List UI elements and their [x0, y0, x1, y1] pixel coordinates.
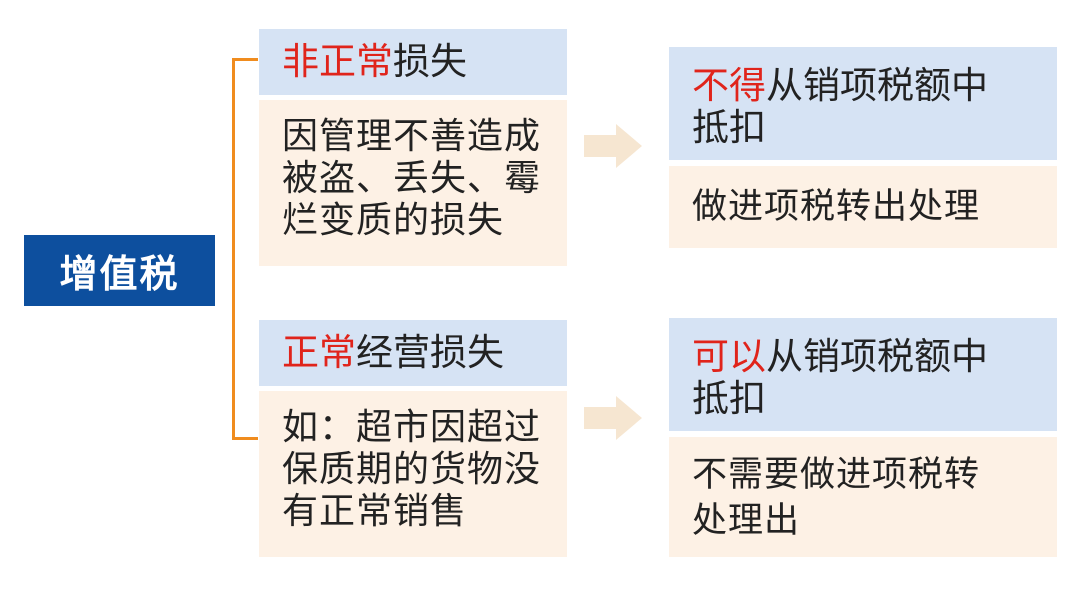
arrow-right-icon [584, 124, 642, 168]
branch-1-header: 非正常损失 [259, 29, 567, 95]
result-1-header-highlight: 不得 [692, 64, 766, 107]
branch-2-description-line: 如：超市因超过 [282, 407, 542, 448]
result-1-header: 不得从销项税额中 抵扣 [669, 47, 1057, 160]
result-2-header-rest: 从销项税额中 [766, 335, 988, 378]
result-2-header-line2: 抵扣 [692, 377, 766, 420]
result-1-body: 做进项税转出处理 [669, 166, 1057, 248]
root-label: 增值税 [59, 252, 180, 296]
branch-2-header-rest: 经营损失 [356, 331, 504, 374]
branch-2-description-line: 保质期的货物没 [282, 449, 542, 490]
branch-1-description: 因管理不善造成 被盗、丢失、霉 烂变质的损失 [259, 100, 567, 266]
branch-2-description-line: 有正常销售 [282, 491, 468, 532]
branch-2-header-highlight: 正常 [282, 331, 356, 374]
branch-2-header: 正常经营损失 [259, 320, 567, 386]
result-1-header-rest: 从销项税额中 [766, 64, 988, 107]
result-2-body-line: 处理出 [692, 501, 801, 541]
result-2-body: 不需要做进项税转 处理出 [669, 437, 1057, 557]
result-2-header: 可以从销项税额中 抵扣 [669, 318, 1057, 431]
branch-1-description-line: 被盗、丢失、霉 [282, 158, 542, 199]
result-1-body-line: 做进项税转出处理 [692, 187, 981, 227]
branch-1-description-line: 烂变质的损失 [282, 200, 505, 241]
result-2-header-highlight: 可以 [692, 335, 766, 378]
result-1-header-line2: 抵扣 [692, 106, 766, 149]
branch-1-header-highlight: 非正常 [282, 40, 393, 83]
result-2-body-line: 不需要做进项税转 [692, 455, 981, 495]
branch-1-description-line: 因管理不善造成 [282, 116, 542, 157]
arrow-right-icon [584, 396, 642, 440]
branch-bracket [232, 58, 258, 440]
branch-2-description: 如：超市因超过 保质期的货物没 有正常销售 [259, 391, 567, 557]
branch-1-header-rest: 损失 [393, 40, 467, 83]
root-node: 增值税 [24, 235, 215, 306]
